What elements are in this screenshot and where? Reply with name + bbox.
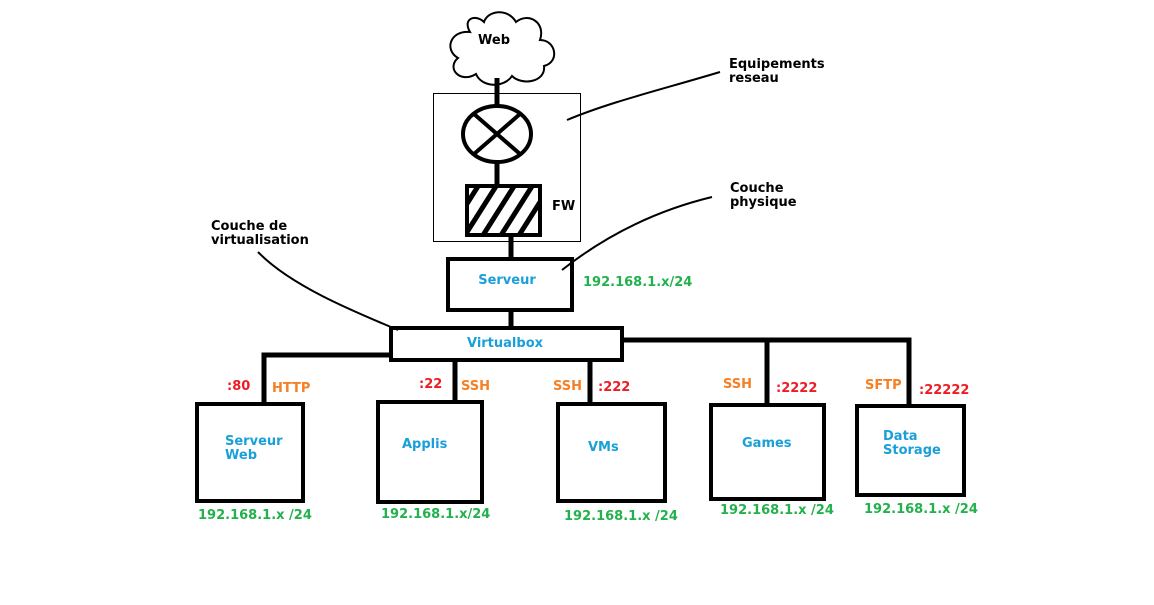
ip-data-storage: 192.168.1.x /24: [864, 502, 978, 517]
protocol-data-storage: SFTP: [865, 378, 902, 393]
pointer-virtualization-layer: [257, 251, 399, 331]
protocol-games: SSH: [723, 377, 753, 392]
vm-box-vms: [556, 402, 667, 503]
port-vms: :222: [598, 380, 631, 395]
router-icon: [461, 104, 533, 164]
vm-name-serveur-web: Serveur Web: [225, 434, 283, 463]
annotation-network-equipment: Equipements reseau: [729, 57, 825, 86]
web-cloud-icon: [449, 11, 555, 86]
vm-name-games: Games: [742, 436, 792, 451]
port-serveur-web: :80: [227, 379, 251, 394]
annotation-physical-layer: Couche physique: [730, 181, 797, 210]
firewall-label: FW: [552, 199, 576, 214]
server-label: Serveur: [478, 273, 536, 288]
port-data-storage: :22222: [919, 383, 970, 398]
ip-applis: 192.168.1.x/24: [381, 507, 491, 522]
ip-vms: 192.168.1.x /24: [564, 509, 678, 524]
vm-box-games: [709, 403, 826, 501]
network-equipment-frame: [433, 93, 581, 242]
ip-serveur-web: 192.168.1.x /24: [198, 508, 312, 523]
annotation-virtualization-layer: Couche de virtualisation: [211, 219, 309, 248]
protocol-serveur-web: HTTP: [272, 381, 311, 396]
virtualbox-box: [389, 326, 624, 362]
vm-box-serveur-web: [195, 402, 305, 503]
pointer-network-equipment: [566, 71, 721, 121]
web-label: Web: [478, 33, 510, 48]
protocol-applis: SSH: [461, 379, 491, 394]
protocol-vms: SSH: [553, 379, 583, 394]
port-applis: :22: [419, 377, 443, 392]
vm-box-applis: [376, 400, 484, 504]
virtualbox-label: Virtualbox: [466, 336, 544, 351]
vm-box-data-storage: [855, 404, 966, 497]
vm-name-vms: VMs: [588, 440, 619, 455]
firewall-icon: [465, 184, 542, 237]
pointer-physical-layer: [561, 196, 713, 271]
port-games: :2222: [776, 381, 818, 396]
vm-name-applis: Applis: [402, 437, 448, 452]
ip-games: 192.168.1.x /24: [720, 503, 834, 518]
vm-name-data-storage: Data Storage: [883, 429, 941, 458]
server-ip: 192.168.1.x/24: [583, 275, 693, 290]
